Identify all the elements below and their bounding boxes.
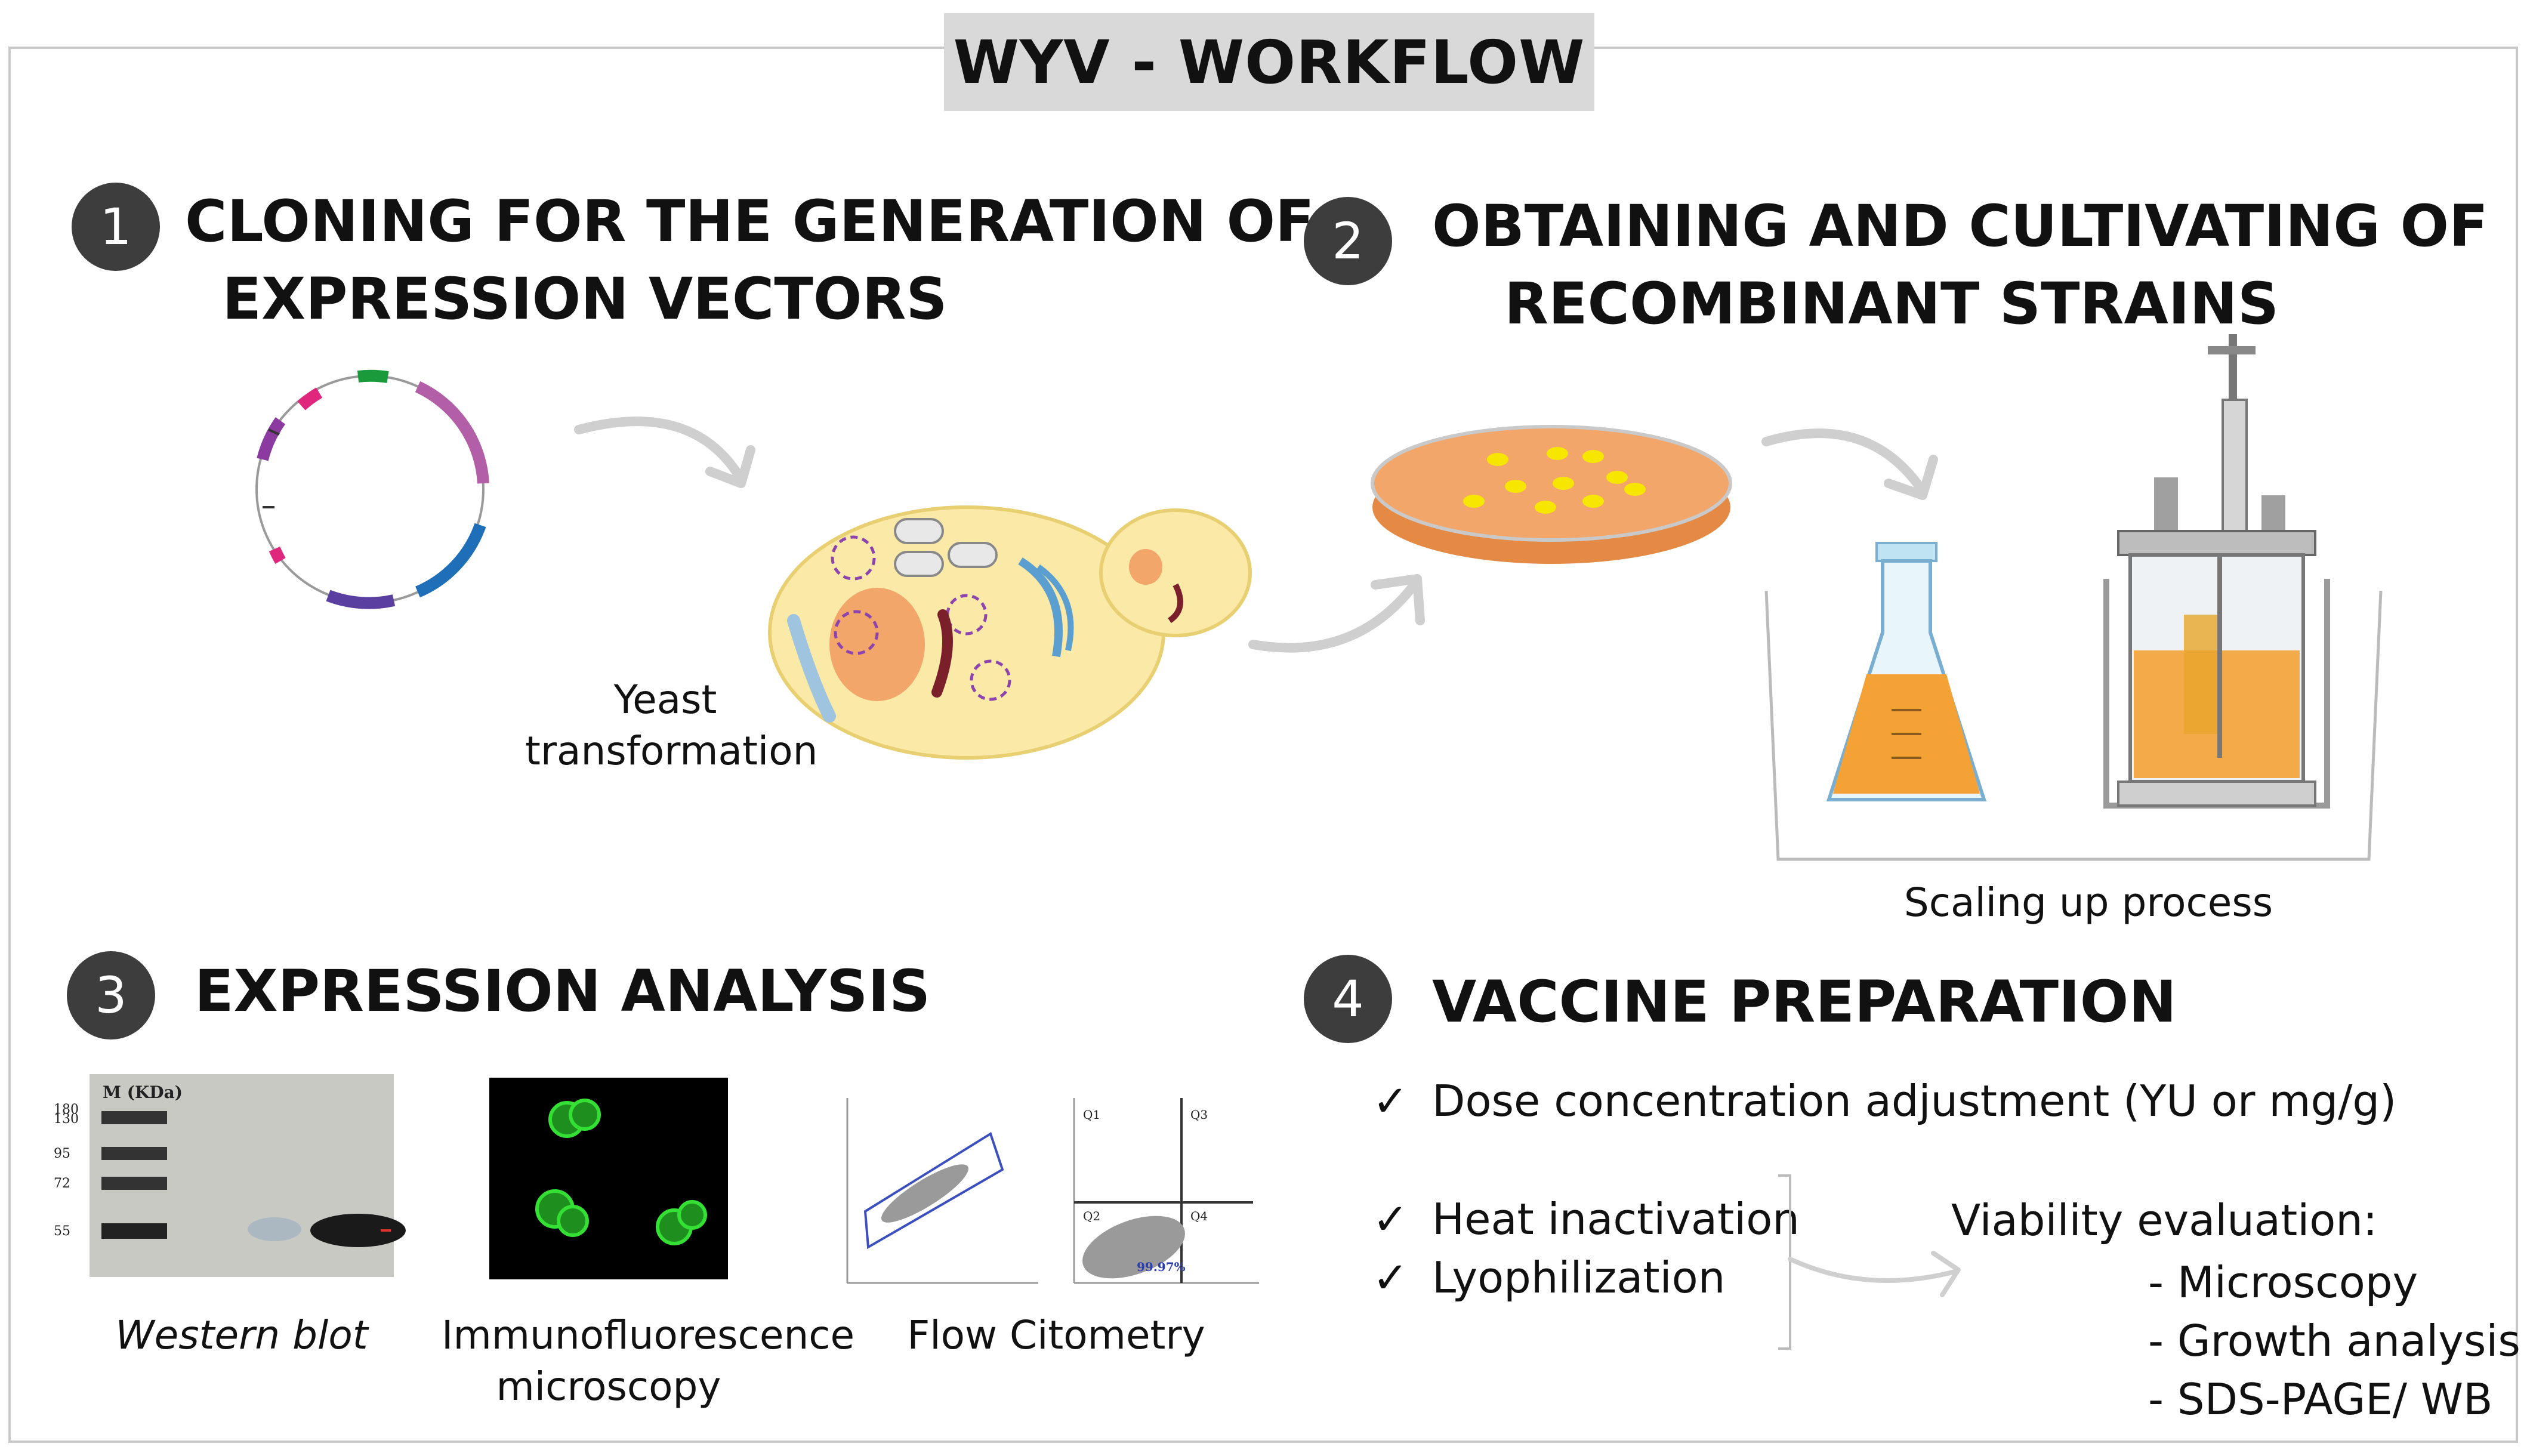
scaling-bracket bbox=[1764, 590, 2383, 861]
viability-item: - SDS-PAGE/ WB bbox=[2148, 1374, 2493, 1424]
viability-item: - Microscopy bbox=[2148, 1257, 2418, 1307]
plasmid-diagram bbox=[255, 369, 489, 609]
step-1-heading-line1: CLONING FOR THE GENERATION OF bbox=[185, 188, 1315, 255]
step-4-heading: VACCINE PREPARATION bbox=[1432, 968, 2177, 1035]
quadrant-q2: Q2 bbox=[1083, 1209, 1100, 1223]
viability-item: - Growth analysis bbox=[2148, 1316, 2520, 1366]
step-2-heading-line1: OBTAINING AND CULTIVATING OF bbox=[1432, 193, 2488, 260]
western-blot-marker-label: 55 bbox=[54, 1224, 70, 1239]
western-blot-marker-label: 130 bbox=[54, 1112, 79, 1127]
yeast-label-line2: transformation bbox=[525, 728, 818, 774]
arrow-to-plate bbox=[1248, 574, 1425, 653]
flow-cytometry-quadrant-plot: Q1 Q2 Q3 Q4 99.97% bbox=[1073, 1098, 1259, 1284]
flow-cytometry-label: Flow Citometry bbox=[907, 1312, 1205, 1358]
check-icon: ✓ bbox=[1372, 1194, 1409, 1244]
step-2-heading-line2: RECOMBINANT STRAINS bbox=[1504, 270, 2279, 337]
step-2-heading: OBTAINING AND CULTIVATING OF RECOMBINANT… bbox=[1432, 187, 2488, 343]
western-blot-marker-label: 180 bbox=[54, 1102, 79, 1117]
check-icon: ✓ bbox=[1372, 1253, 1409, 1303]
immunofluorescence-label: Immunofluorescence microscopy bbox=[442, 1310, 855, 1412]
petri-dish-illustration bbox=[1371, 425, 1732, 564]
workflow-title: WYV - WORKFLOW bbox=[944, 13, 1594, 111]
immunofluorescence-label-line1: Immunofluorescence bbox=[442, 1312, 855, 1358]
quadrant-q1: Q1 bbox=[1083, 1108, 1100, 1122]
western-blot-marker-label: 72 bbox=[54, 1176, 70, 1191]
scaling-up-label: Scaling up process bbox=[1903, 880, 2273, 926]
step-4-badge: 4 bbox=[1304, 955, 1392, 1043]
flow-percent: 99.97% bbox=[1137, 1260, 1186, 1274]
viability-list: - Microscopy - Growth analysis - SDS-PAG… bbox=[2148, 1253, 2520, 1429]
arrow-to-scaling bbox=[1761, 428, 1938, 500]
immunofluorescence-label-line2: microscopy bbox=[496, 1364, 721, 1409]
erlenmeyer-flask-illustration bbox=[1826, 542, 1987, 801]
dose-text: Dose concentration adjustment (YU or mg/… bbox=[1432, 1076, 2397, 1126]
western-blot-label: Western blot bbox=[115, 1312, 368, 1358]
heat-text: Heat inactivation bbox=[1432, 1194, 1800, 1244]
western-blot-marker-label: 95 bbox=[54, 1146, 70, 1161]
viability-bracket-arrow bbox=[1778, 1174, 1961, 1350]
quadrant-q4: Q4 bbox=[1190, 1209, 1208, 1223]
western-blot-header: M (KDa) bbox=[103, 1082, 183, 1102]
dose-item: ✓ Dose concentration adjustment (YU or mg… bbox=[1372, 1074, 2396, 1128]
flow-cytometry-gate-plot bbox=[846, 1098, 1038, 1284]
step-1-heading-line2: EXPRESSION VECTORS bbox=[222, 266, 948, 332]
step-2-badge: 2 bbox=[1304, 197, 1392, 285]
bioreactor-illustration bbox=[2103, 334, 2330, 809]
heat-item: ✓ Heat inactivation bbox=[1372, 1192, 1800, 1246]
arrow-to-yeast bbox=[574, 417, 755, 488]
check-icon: ✓ bbox=[1372, 1076, 1409, 1126]
step-1-heading: CLONING FOR THE GENERATION OF EXPRESSION… bbox=[185, 183, 1315, 338]
immunofluorescence-image bbox=[489, 1078, 728, 1279]
quadrant-q3: Q3 bbox=[1190, 1108, 1208, 1122]
step-1-badge: 1 bbox=[72, 183, 160, 271]
step-3-heading: EXPRESSION ANALYSIS bbox=[195, 958, 931, 1025]
yeast-transformation-label: Yeast transformation bbox=[525, 674, 818, 777]
viability-title: Viability evaluation: bbox=[1951, 1195, 2378, 1245]
lyo-text: Lyophilization bbox=[1432, 1253, 1726, 1303]
step-3-badge: 3 bbox=[67, 951, 155, 1039]
lyo-item: ✓ Lyophilization bbox=[1372, 1251, 1725, 1304]
yeast-label-line1: Yeast bbox=[613, 677, 717, 723]
yeast-cell-illustration bbox=[768, 505, 1252, 760]
